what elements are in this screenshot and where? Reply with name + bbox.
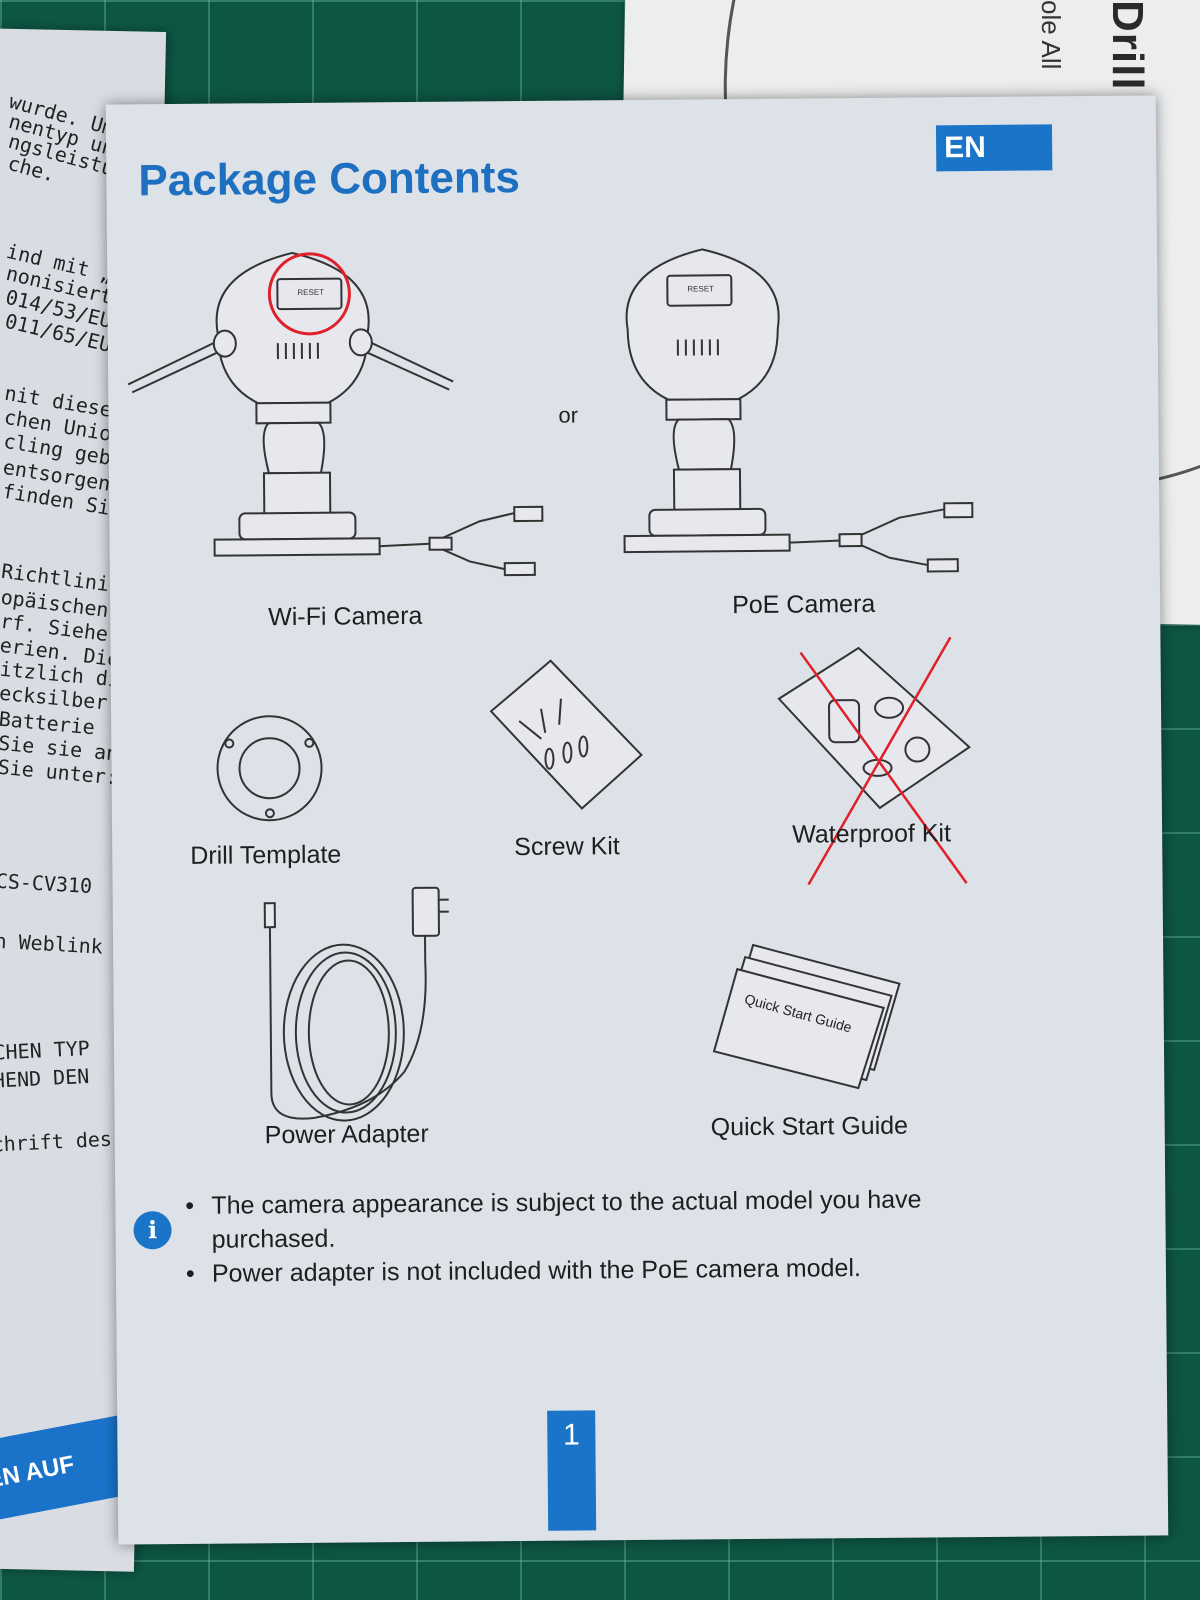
previous-page-text-line: n Weblink <box>0 928 104 959</box>
notes-list: The camera appearance is subject to the … <box>133 1182 1014 1292</box>
wifi-camera-illustration: RESET <box>127 231 550 595</box>
manual-page: Package Contents EN <box>105 95 1169 1545</box>
screw-kit-label: Screw Kit <box>514 832 620 862</box>
previous-page-text-line: chrift des <box>0 1126 113 1157</box>
crossed-out-mark <box>800 637 966 884</box>
poe-camera-label: PoE Camera <box>732 589 876 620</box>
drill-template-illustration <box>211 713 332 824</box>
poe-camera-illustration: RESET <box>607 227 1010 590</box>
quick-start-guide-illustration: Quick Start Guide <box>713 938 914 1090</box>
or-separator: or <box>558 402 579 428</box>
poe-camera-reset-text: RESET <box>687 284 714 293</box>
previous-page-text-line: CS-CV310 <box>0 868 93 899</box>
notes-section: i The camera appearance is subject to th… <box>133 1182 1014 1292</box>
previous-page-text-line: CHEN TYP <box>0 1035 91 1065</box>
screw-kit-illustration <box>481 660 652 811</box>
page-number: 1 <box>547 1410 597 1531</box>
drill-sheet-subtitle: ole All <box>1036 0 1066 70</box>
power-adapter-illustration <box>253 881 475 1133</box>
quick-start-guide-label: Quick Start Guide <box>710 1111 909 1142</box>
note-item: The camera appearance is subject to the … <box>211 1182 1014 1257</box>
waterproof-kit-illustration <box>778 637 980 889</box>
info-icon: i <box>133 1211 172 1250</box>
page-title: Package Contents <box>138 152 521 206</box>
waterproof-kit-label: Waterproof Kit <box>792 819 952 849</box>
language-badge: EN <box>935 124 1053 172</box>
power-adapter-label: Power Adapter <box>264 1119 429 1150</box>
drill-template-label: Drill Template <box>190 840 342 870</box>
note-item: Power adapter is not included with the P… <box>212 1250 1014 1291</box>
wifi-camera-reset-text: RESET <box>297 288 324 297</box>
reset-button-highlight-circle <box>269 253 350 334</box>
wifi-camera-label: Wi-Fi Camera <box>268 601 423 632</box>
previous-page-text-line: HEND DEN <box>0 1063 90 1093</box>
